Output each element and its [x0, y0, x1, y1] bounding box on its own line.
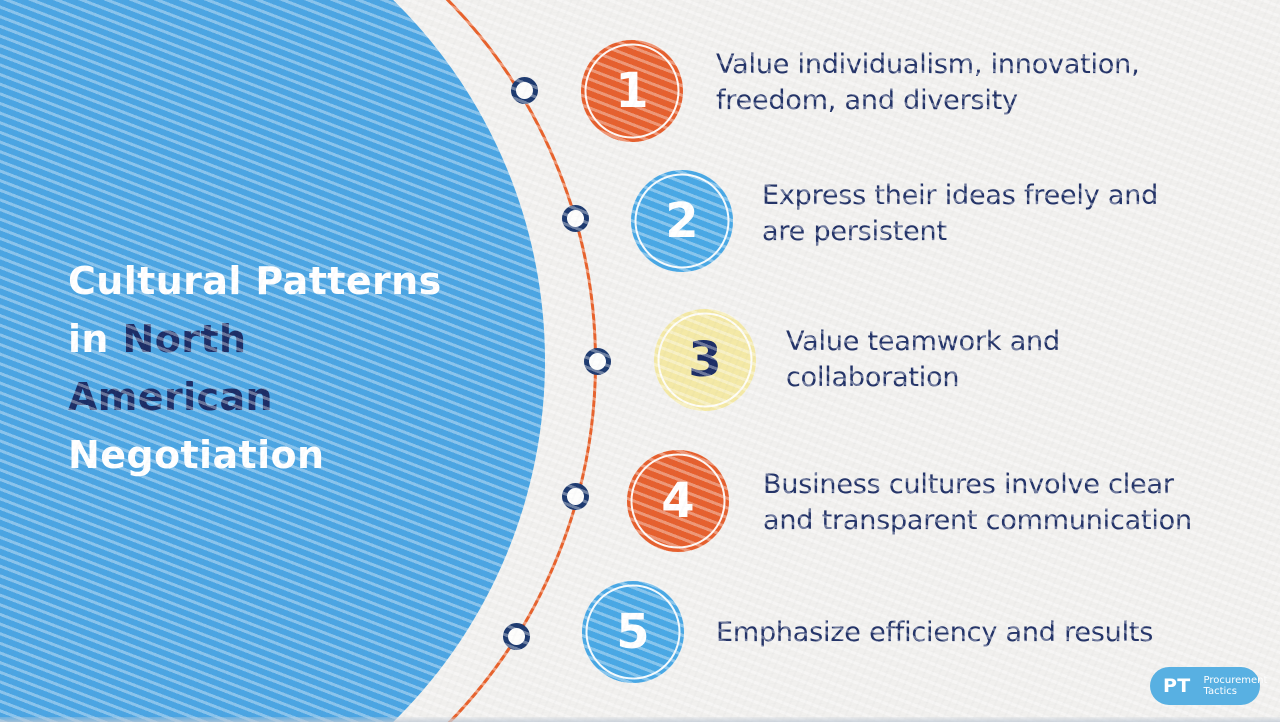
- step-3-number: 3: [688, 332, 722, 388]
- logo-name-line-1: Procurement: [1203, 674, 1268, 686]
- step-2-text-line-1: Express their ideas freely and: [762, 180, 1159, 211]
- step-1-text: Value individualism, innovation, freedom…: [716, 47, 1140, 119]
- step-4-text-line-2: and transparent communication: [763, 505, 1192, 536]
- step-3-text-line-2: collaboration: [786, 362, 960, 393]
- step-3-text-line-1: Value teamwork and: [786, 326, 1060, 357]
- arc-milestone-dot-4: [562, 483, 589, 510]
- slide-bottom-edge: [0, 717, 1280, 722]
- arc-milestone-dot-5: [503, 623, 530, 650]
- step-4-text: Business cultures involve clear and tran…: [763, 467, 1192, 539]
- title-line-2-white: in: [68, 317, 109, 361]
- step-4-badge: 4: [627, 450, 729, 552]
- step-2-text: Express their ideas freely and are persi…: [762, 178, 1158, 250]
- step-2-badge: 2: [631, 170, 733, 272]
- step-5-text-line-1: Emphasize efficiency and results: [716, 617, 1154, 648]
- title-line-2: in North: [68, 310, 508, 368]
- step-1-text-line-2: freedom, and diversity: [716, 85, 1018, 116]
- logo-name: Procurement Tactics: [1204, 675, 1268, 698]
- arc-milestone-dot-2: [562, 205, 589, 232]
- step-1-badge: 1: [581, 40, 683, 142]
- step-2-number: 2: [665, 193, 699, 249]
- title-line-3: American: [68, 375, 273, 419]
- step-1-text-line-1: Value individualism, innovation,: [716, 49, 1140, 80]
- step-4-text-line-1: Business cultures involve clear: [763, 469, 1174, 500]
- step-5-badge: 5: [582, 581, 684, 683]
- title-line-2-navy: North: [122, 317, 247, 361]
- title-panel-circle: [0, 0, 545, 722]
- logo-name-line-2: Tactics: [1203, 686, 1238, 697]
- title-line-4: Negotiation: [68, 433, 325, 477]
- arc-milestone-dot-3: [584, 348, 611, 375]
- step-3-text: Value teamwork and collaboration: [786, 324, 1060, 396]
- logo-initials: PT: [1163, 675, 1191, 697]
- title-line-1: Cultural Patterns: [68, 259, 442, 303]
- step-5-text: Emphasize efficiency and results: [716, 615, 1153, 651]
- arc-milestone-dot-1: [511, 77, 538, 104]
- step-2-text-line-2: are persistent: [762, 216, 947, 247]
- step-3-badge: 3: [654, 309, 756, 411]
- step-5-number: 5: [616, 604, 650, 660]
- step-1-number: 1: [615, 63, 649, 119]
- logo-procurement-tactics: PT Procurement Tactics: [1150, 667, 1267, 705]
- step-4-number: 4: [661, 473, 695, 529]
- slide-title: Cultural Patterns in North American Nego…: [68, 252, 508, 484]
